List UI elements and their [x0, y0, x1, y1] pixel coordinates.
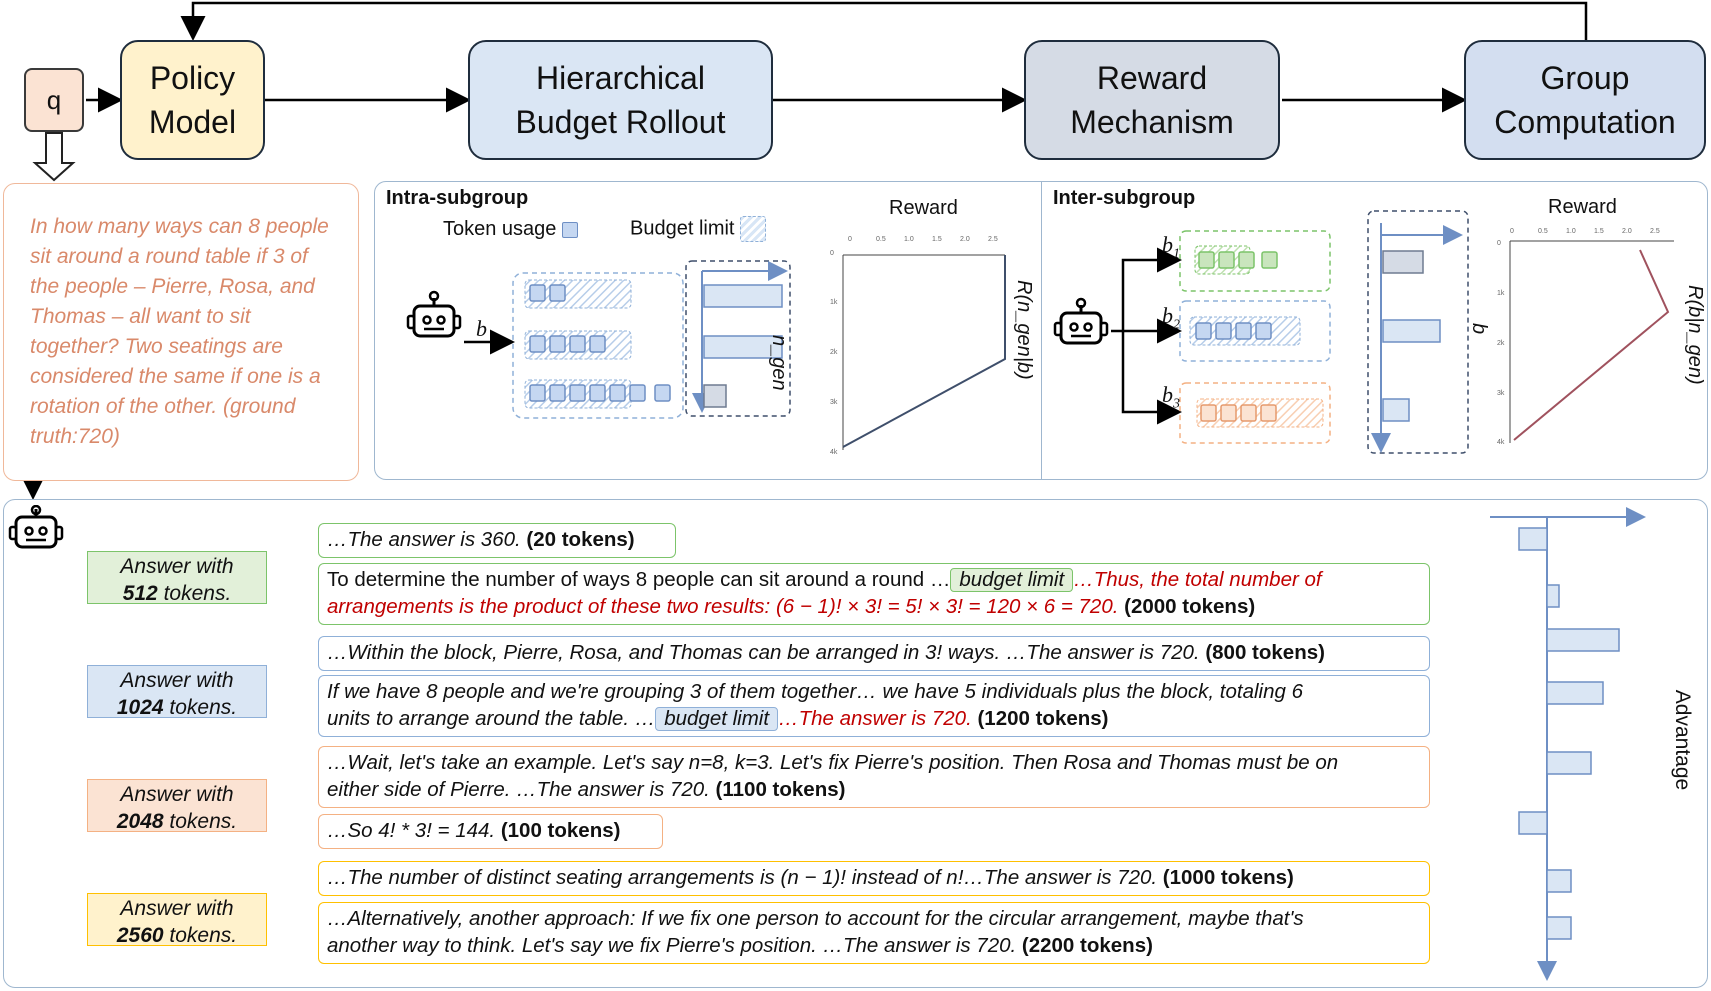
response-2: To determine the number of ways 8 people…: [318, 563, 1430, 625]
inter-diagram: [1053, 210, 1674, 454]
inter-b2-label: b2: [1162, 303, 1180, 333]
intra-curve-label: R(n_gen|b): [1013, 280, 1035, 380]
intra-b-label: b: [476, 316, 487, 341]
intra-reward-title: Reward: [889, 197, 958, 219]
query-box: q: [24, 68, 84, 132]
response-7: …The number of distinct seating arrangem…: [318, 861, 1430, 896]
advantage-bar: [1546, 584, 1560, 608]
advantage-chart: [1490, 507, 1646, 981]
response-3: …Within the block, Pierre, Rosa, and Tho…: [318, 636, 1430, 671]
budget-limit-marker: budget limit: [655, 707, 779, 731]
token-usage-swatch: [561, 221, 578, 238]
response-4: If we have 8 people and we're grouping 3…: [318, 675, 1430, 737]
advantage-bar: [1546, 628, 1620, 652]
inter-b1-label: b1: [1162, 232, 1180, 262]
intra-y-label: n_gen: [768, 335, 790, 391]
inter-title: Inter-subgroup: [1053, 187, 1196, 209]
advantage-bar: [1546, 869, 1572, 893]
panel-divider: [1041, 182, 1042, 479]
inter-reward-title: Reward: [1548, 196, 1617, 218]
advantage-label: Advantage: [1671, 689, 1694, 791]
response-8: …Alternatively, another approach: If we …: [318, 902, 1430, 964]
group-label-512: Answer with 512 tokens.: [87, 551, 267, 605]
advantage-bar: [1518, 527, 1548, 551]
group-label-1024: Answer with 1024 tokens.: [87, 665, 267, 719]
intra-diagram: [406, 254, 1006, 450]
advantage-bar: [1546, 916, 1572, 940]
budget-limit-swatch: [740, 216, 767, 242]
robot-icon: [406, 290, 462, 338]
advantage-label-wrap: Advantage: [1627, 690, 1711, 790]
robot-icon: [8, 505, 64, 549]
intra-title: Intra-subgroup: [386, 187, 529, 209]
advantage-bar: [1546, 681, 1604, 705]
budget-limit-marker: budget limit: [950, 568, 1074, 592]
robot-icon: [1053, 297, 1109, 345]
token-usage-legend: Token usage: [443, 218, 578, 241]
response-1: …The answer is 360. (20 tokens): [318, 523, 676, 558]
inter-b3-label: b3: [1162, 382, 1180, 412]
inter-curve-label: R(b|n_gen): [1684, 285, 1706, 385]
group-label-2048: Answer with 2048 tokens.: [87, 779, 267, 833]
advantage-bar: [1518, 811, 1548, 835]
response-5: …Wait, let's take an example. Let's say …: [318, 746, 1430, 808]
budget-limit-legend: Budget limit: [630, 216, 767, 242]
response-6: …So 4! * 3! = 144. (100 tokens): [318, 814, 663, 849]
inter-y-label: b: [1468, 323, 1490, 335]
group-label-2560: Answer with 2560 tokens.: [87, 893, 267, 947]
advantage-bar: [1546, 751, 1592, 775]
question-box: In how many ways can 8 people sit around…: [3, 183, 359, 481]
